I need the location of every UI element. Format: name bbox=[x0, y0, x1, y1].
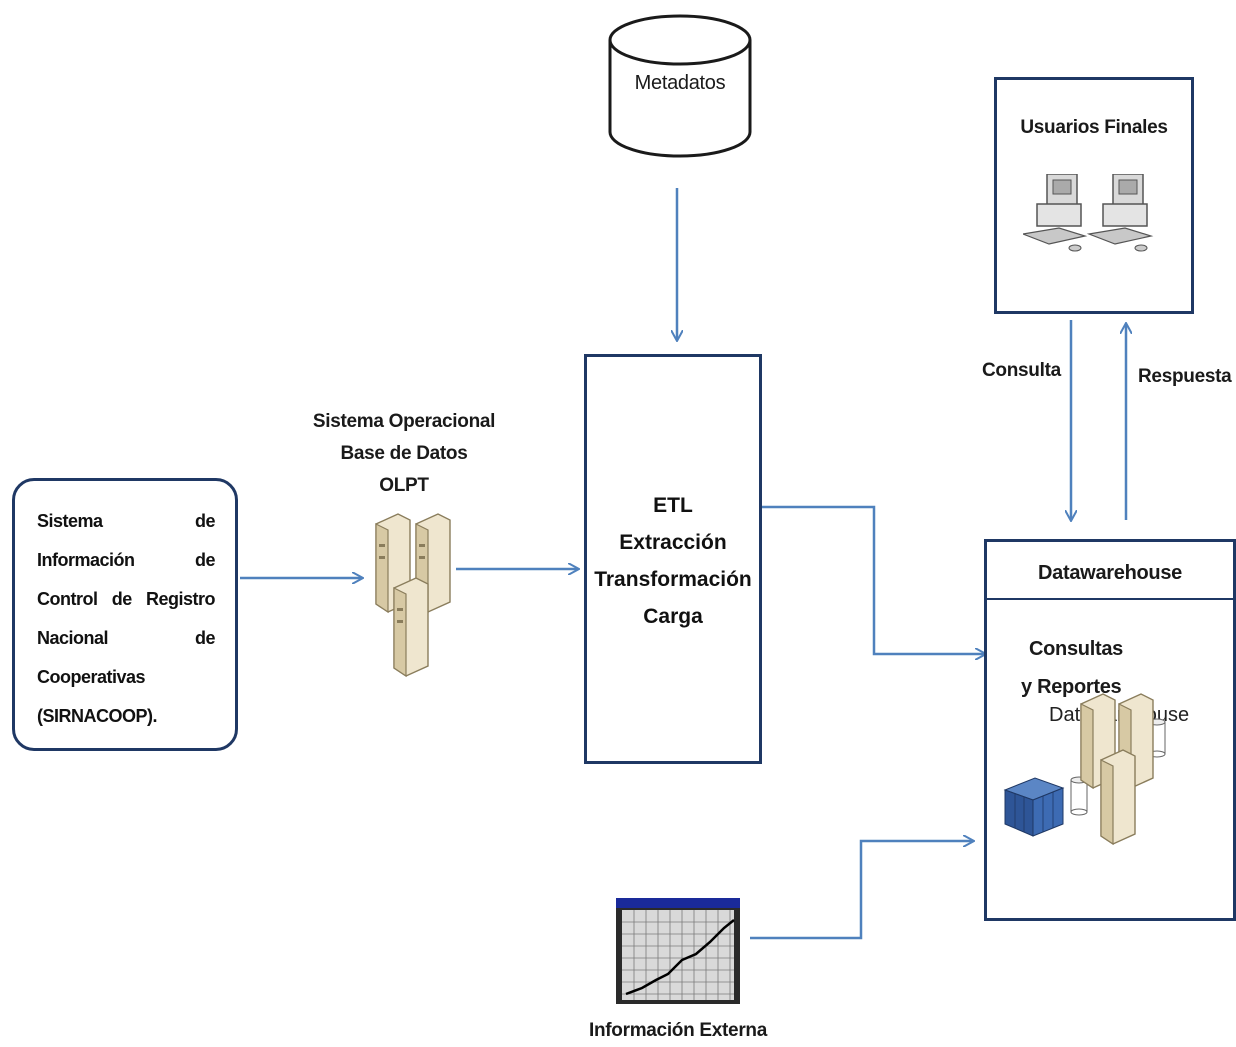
consultas-label: Consultas bbox=[1029, 638, 1123, 660]
etl-line-3: Transformación bbox=[594, 568, 752, 591]
word: de bbox=[194, 550, 216, 570]
sistema-operacional-line-2: Base de Datos bbox=[340, 443, 468, 464]
word: (SIRNACOOP). bbox=[37, 706, 158, 726]
datawarehouse-box: Datawarehouse Datawarehouse Consultas bbox=[984, 539, 1236, 921]
metadatos-cylinder-icon bbox=[608, 14, 752, 158]
word: de bbox=[111, 589, 133, 609]
respuesta-label: Respuesta bbox=[1138, 366, 1232, 387]
datawarehouse-servers-icon bbox=[1003, 693, 1166, 846]
etl-line-4: Carga bbox=[643, 605, 703, 628]
etl-text: ETL Extracción Transformación Carga bbox=[587, 487, 759, 635]
word: Cooperativas bbox=[37, 667, 146, 687]
datawarehouse-divider bbox=[987, 598, 1233, 600]
externa-label: Información Externa bbox=[588, 1020, 767, 1041]
word: de bbox=[194, 511, 216, 531]
sirnacoop-text: Sistema de Información de Control de Reg… bbox=[37, 511, 216, 745]
etl-box: ETL Extracción Transformación Carga bbox=[584, 354, 762, 764]
olap-cube-icon bbox=[1003, 777, 1065, 837]
olpt-servers-icon bbox=[375, 513, 451, 678]
sirnacoop-line-5: Cooperativas bbox=[37, 667, 215, 706]
sirnacoop-line-4: Nacional de bbox=[37, 628, 216, 667]
computer-icon bbox=[1086, 174, 1154, 252]
arrow-externa-to-datawarehouse bbox=[750, 841, 973, 940]
sirnacoop-line-2: Información de bbox=[37, 550, 216, 589]
datawarehouse-title: Datawarehouse bbox=[1038, 562, 1182, 584]
usuarios-finales-label: Usuarios Finales bbox=[1020, 117, 1168, 138]
sistema-operacional-label: Sistema Operacional Base de Datos OLPT bbox=[302, 406, 506, 502]
computer-icon bbox=[1023, 174, 1088, 252]
sirnacoop-line-3: Control de Registro bbox=[37, 589, 215, 628]
arrow-etl-to-datawarehouse bbox=[762, 505, 985, 654]
reportes-label: y Reportes bbox=[1021, 676, 1122, 698]
word: Registro bbox=[145, 589, 216, 609]
sirnacoop-source-box: Sistema de Información de Control de Reg… bbox=[12, 478, 238, 751]
word: Sistema bbox=[37, 511, 103, 531]
server-icon bbox=[393, 577, 429, 678]
server-icon bbox=[1100, 749, 1136, 846]
word: Control bbox=[37, 589, 98, 609]
etl-line-2: Extracción bbox=[619, 531, 727, 554]
metadatos-label: Metadatos bbox=[634, 72, 726, 94]
usuarios-finales-box: Usuarios Finales bbox=[994, 77, 1194, 314]
word: Información bbox=[37, 550, 135, 570]
external-chart-icon bbox=[616, 898, 740, 1004]
word: de bbox=[194, 628, 216, 648]
sirnacoop-line-6: (SIRNACOOP). bbox=[37, 706, 215, 745]
workstations-icon bbox=[1023, 174, 1154, 252]
etl-line-1: ETL bbox=[653, 494, 693, 517]
sistema-operacional-line-1: Sistema Operacional bbox=[312, 411, 496, 432]
sistema-operacional-line-3: OLPT bbox=[379, 475, 429, 496]
consulta-label: Consulta bbox=[982, 360, 1061, 381]
sirnacoop-line-1: Sistema de bbox=[37, 511, 216, 550]
word: Nacional bbox=[37, 628, 109, 648]
